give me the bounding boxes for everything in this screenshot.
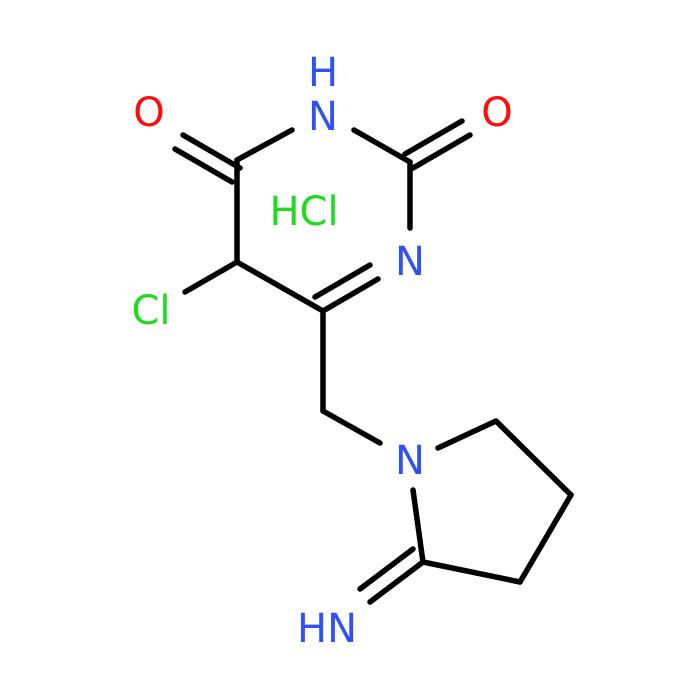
bond-c6-c5: [234, 259, 326, 314]
atom-labels: H O N O HCl N Cl N HN: [131, 50, 512, 652]
bond-c2p-nh-a: [367, 559, 426, 605]
bond-c3p-c2p: [420, 559, 523, 585]
atom-nitrogen-n3: N: [308, 94, 338, 140]
bond-n1-c6-b: [312, 262, 373, 300]
bond-n-c5p: [435, 418, 499, 451]
bond-c2-o-a: [402, 118, 465, 157]
atom-nitrogen-pyrrolidine: N: [395, 438, 425, 484]
atom-oxygen-left: O: [133, 90, 164, 136]
bond-c2p-n: [410, 487, 426, 565]
bond-c5-cl: [182, 259, 240, 295]
bonds: [172, 118, 574, 605]
atom-imine-hn: HN: [297, 606, 357, 652]
bond-c4-o-b: [172, 146, 235, 185]
atom-h-top: H: [308, 50, 338, 96]
bond-c4-n3: [234, 127, 295, 163]
bond-c4p-c3p: [517, 492, 574, 585]
bond-c2p-nh-b: [357, 546, 416, 592]
bond-c2-o-b: [410, 132, 473, 171]
atom-nitrogen-n1: N: [395, 239, 425, 285]
bond-c4-o-a: [180, 132, 243, 171]
bond-c5p-c4p: [493, 418, 574, 498]
atom-oxygen-right: O: [481, 90, 512, 136]
atom-chlorine: Cl: [131, 288, 170, 334]
bond-ch2-n: [320, 408, 383, 446]
bond-n1-c6-a: [320, 276, 381, 314]
bond-n3-c2: [351, 127, 413, 165]
atom-hcl-salt: HCl: [269, 189, 338, 235]
